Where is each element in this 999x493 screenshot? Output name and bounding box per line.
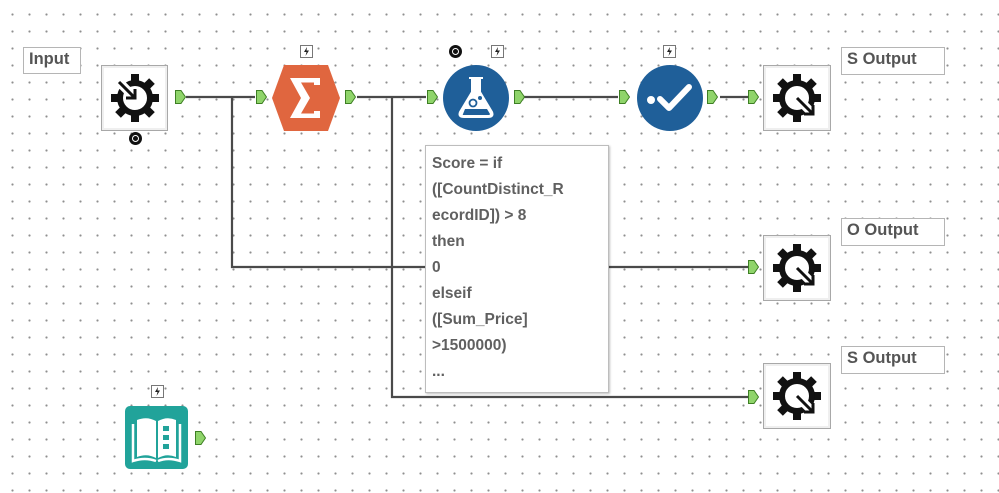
annotation-line: ([Sum_Price] xyxy=(432,311,528,328)
flask-icon xyxy=(443,65,509,131)
summarize-input-anchor[interactable] xyxy=(256,90,267,104)
annotation-line: elseif xyxy=(432,285,472,302)
input-data-output-anchor[interactable] xyxy=(175,90,186,104)
summarize-output-anchor[interactable] xyxy=(345,90,356,104)
formula-cache-badge-icon xyxy=(449,45,462,58)
browse-lightning-icon xyxy=(151,385,164,398)
input-data-tool[interactable] xyxy=(101,65,168,131)
formula-input-anchor[interactable] xyxy=(427,90,438,104)
book-icon xyxy=(125,406,188,469)
browse-output-anchor[interactable] xyxy=(195,431,206,445)
output-bottom-label: S Output xyxy=(847,349,917,367)
gear-arrow-out-icon xyxy=(773,244,824,295)
annotation-line: ecordID]) > 8 xyxy=(432,207,527,224)
select-input-anchor[interactable] xyxy=(619,90,630,104)
gear-arrow-out-icon xyxy=(773,372,824,423)
formula-output-anchor[interactable] xyxy=(514,90,525,104)
output-middle-input-anchor[interactable] xyxy=(748,260,759,274)
gear-arrow-out-icon xyxy=(773,74,824,125)
gear-arrow-in-icon xyxy=(107,71,159,122)
output-data-bottom-tool[interactable] xyxy=(763,363,831,429)
select-tool[interactable] xyxy=(637,65,703,131)
output-top-input-anchor[interactable] xyxy=(748,90,759,104)
formula-tool[interactable] xyxy=(443,65,509,131)
wire-summarize-to-output-bottom xyxy=(390,97,748,399)
output-top-label-box[interactable]: S Output xyxy=(841,47,945,75)
select-output-anchor[interactable] xyxy=(707,90,718,104)
cache-badge-icon xyxy=(129,132,142,145)
summarize-tool[interactable] xyxy=(272,65,340,131)
formula-lightning-icon xyxy=(491,45,504,58)
annotation-line: ([CountDistinct_R xyxy=(432,181,564,198)
output-data-top-tool[interactable] xyxy=(763,65,831,131)
output-middle-label: O Output xyxy=(847,221,919,239)
output-middle-label-box[interactable]: O Output xyxy=(841,218,945,246)
annotation-line: Score = if xyxy=(432,155,503,172)
input-label: Input xyxy=(29,50,70,68)
annotation-line: 0 xyxy=(432,259,441,276)
checkmark-icon xyxy=(637,65,703,131)
output-bottom-label-box[interactable]: S Output xyxy=(841,346,945,374)
output-top-label: S Output xyxy=(847,50,917,68)
browse-tool[interactable] xyxy=(125,406,188,469)
annotation-line: then xyxy=(432,233,465,250)
output-bottom-input-anchor[interactable] xyxy=(748,390,759,404)
annotation-line: >1500000) xyxy=(432,337,507,354)
summarize-lightning-icon xyxy=(300,45,313,58)
select-lightning-icon xyxy=(663,45,676,58)
input-label-box[interactable]: Input xyxy=(23,47,81,74)
output-data-middle-tool[interactable] xyxy=(763,235,831,301)
annotation-line: ... xyxy=(432,363,445,380)
sigma-icon xyxy=(272,65,340,131)
formula-annotation[interactable]: Score = if ([CountDistinct_R ecordID]) >… xyxy=(425,145,609,393)
